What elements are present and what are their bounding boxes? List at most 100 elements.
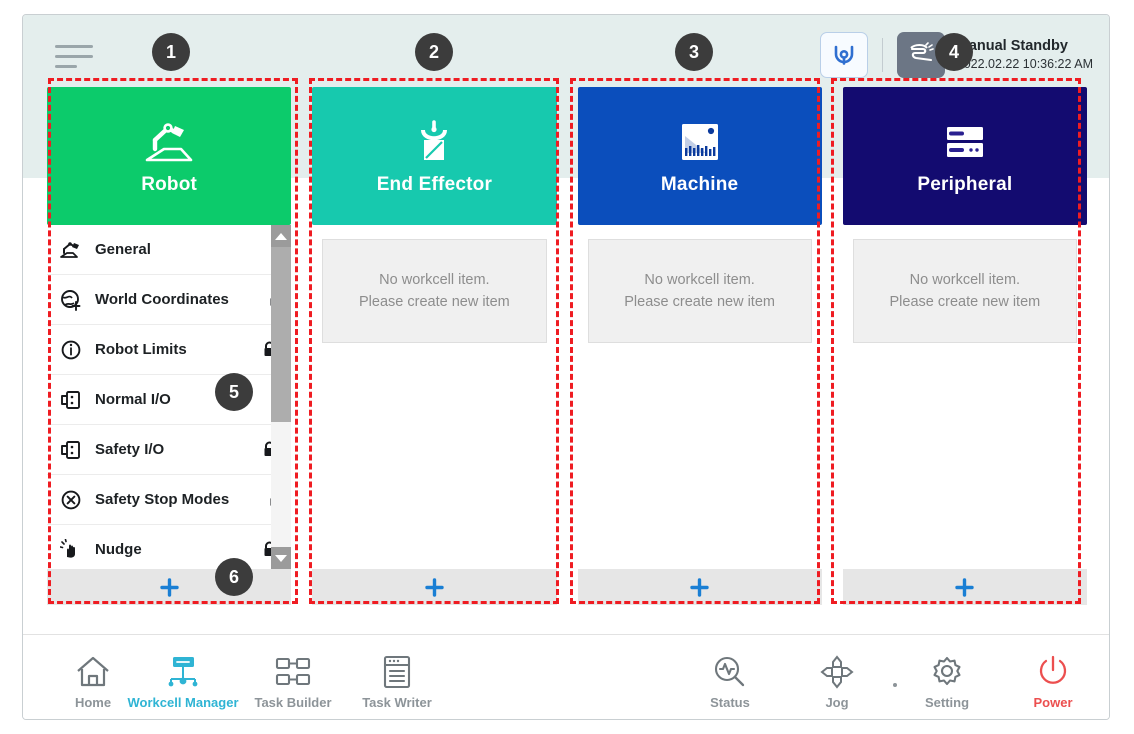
annotation-badge-2: 2	[415, 33, 453, 71]
plus-icon	[425, 577, 444, 597]
list-item[interactable]: Nudge	[47, 525, 291, 569]
nav-item-task-writer[interactable]: Task Writer	[345, 649, 449, 710]
workcell-manager-icon	[162, 649, 204, 689]
list-item[interactable]: General	[47, 225, 292, 275]
list-item[interactable]: Robot Limits	[47, 325, 292, 375]
add-item-button[interactable]	[312, 569, 557, 605]
list-item[interactable]: Safety I/O	[47, 425, 292, 475]
status-timestamp: 2022.02.22 10:36:22 AM	[956, 57, 1093, 72]
nav-label: Jog	[825, 695, 849, 710]
robot-arm-glyph	[145, 123, 193, 162]
hamburger-menu-icon[interactable]	[55, 45, 95, 71]
plus-icon	[955, 577, 975, 597]
peripheral-card-header[interactable]: Peripheral	[842, 87, 1087, 225]
home-icon	[75, 649, 111, 689]
chevron-up-icon	[275, 232, 288, 240]
gear-icon	[929, 649, 965, 689]
header-divider	[881, 38, 883, 72]
robot-arm-icon	[142, 116, 196, 168]
list-item-label: Normal I/O	[95, 391, 171, 408]
robot-item-list: General World Coordinates	[47, 225, 292, 569]
status-pulse-icon	[712, 649, 748, 689]
peripheral-body: No workcell item. Please create new item	[842, 225, 1087, 569]
empty-line-1: No workcell item.	[909, 271, 1021, 288]
nudge-hand-icon	[57, 538, 85, 561]
nav-items: Home Workcell Manager Task Builder Task …	[23, 635, 1109, 719]
nav-item-setting[interactable]: Setting	[895, 649, 999, 710]
scroll-down-arrow[interactable]	[271, 547, 292, 569]
empty-line-2: Please create new item	[359, 294, 510, 310]
list-item[interactable]: World Coordinates	[47, 275, 292, 325]
gripper-glyph	[421, 120, 448, 160]
robot-card-header[interactable]: Robot	[47, 87, 292, 225]
manual-hand-glyph	[910, 42, 934, 62]
device-screen: Manual Standby 2022.02.22 10:36:22 AM R	[22, 14, 1110, 720]
list-item-label: Nudge	[95, 541, 142, 558]
globe-coordinates-icon	[57, 289, 85, 311]
peripheral-card-title: Peripheral	[917, 174, 1013, 195]
annotation-badge-6: 6	[215, 558, 253, 596]
machine-body: No workcell item. Please create new item	[577, 225, 822, 569]
add-item-button[interactable]	[577, 569, 822, 605]
nav-label: Home	[74, 695, 112, 710]
plus-icon	[690, 577, 709, 597]
plus-icon	[159, 577, 179, 597]
machine-card-title: Machine	[660, 174, 739, 195]
nav-label: Task Writer	[362, 695, 432, 710]
empty-state: No workcell item. Please create new item	[852, 239, 1077, 343]
empty-state: No workcell item. Please create new item	[587, 239, 812, 343]
nav-item-jog[interactable]: Jog	[785, 649, 889, 710]
scrollbar-thumb[interactable]	[271, 247, 292, 422]
workcell-columns: Robot General World Coordinates	[47, 87, 1087, 605]
empty-state: No workcell item. Please create new item	[322, 239, 547, 343]
robot-column: Robot General World Coordinates	[47, 87, 292, 605]
hamburger-line	[55, 45, 93, 48]
robot-home-icon[interactable]	[819, 32, 868, 78]
list-item-label: Robot Limits	[95, 341, 187, 358]
list-item-label: Safety Stop Modes	[95, 491, 230, 508]
empty-line-1: No workcell item.	[379, 271, 490, 288]
list-item-label: General	[95, 241, 151, 258]
io-port-icon	[57, 439, 85, 461]
machine-glyph	[681, 124, 718, 160]
peripheral-rack-glyph	[946, 127, 983, 157]
peripheral-column: Peripheral No workcell item. Please crea…	[842, 87, 1087, 605]
add-item-button[interactable]	[47, 569, 292, 605]
annotation-badge-3: 3	[675, 33, 713, 71]
robot-card-title: Robot	[141, 174, 198, 195]
end-effector-card-header[interactable]: End Effector	[312, 87, 557, 225]
chevron-down-icon	[275, 554, 288, 562]
list-item-label: Safety I/O	[95, 441, 165, 458]
end-effector-body: No workcell item. Please create new item	[312, 225, 557, 569]
add-item-button[interactable]	[842, 569, 1087, 605]
annotation-badge-5: 5	[215, 373, 253, 411]
annotation-badge-4: 4	[935, 33, 973, 71]
nav-label: Workcell Manager	[127, 695, 239, 710]
limits-circle-icon	[57, 339, 85, 361]
machine-card-header[interactable]: Machine	[577, 87, 822, 225]
status-text-block: Manual Standby 2022.02.22 10:36:22 AM	[957, 37, 1093, 73]
nav-item-status[interactable]: Status	[678, 649, 782, 710]
peripheral-rack-icon	[940, 116, 990, 168]
nav-label: Status	[710, 695, 750, 710]
empty-line-2: Please create new item	[624, 294, 775, 310]
end-effector-card-title: End Effector	[376, 174, 493, 195]
scroll-up-arrow[interactable]	[271, 225, 292, 247]
machine-column: Machine No workcell item. Please create …	[577, 87, 822, 605]
nav-item-power[interactable]: Power	[1001, 649, 1105, 710]
jog-dpad-icon	[819, 649, 855, 689]
hamburger-line	[55, 65, 77, 68]
stop-x-icon	[57, 489, 85, 511]
header-status-area: Manual Standby 2022.02.22 10:36:22 AM	[819, 31, 1093, 79]
nav-item-task-builder[interactable]: Task Builder	[241, 649, 345, 710]
nav-item-home[interactable]: Home	[41, 649, 145, 710]
list-item[interactable]: Safety Stop Modes	[47, 475, 292, 525]
gripper-icon	[411, 116, 457, 168]
end-effector-column: End Effector No workcell item. Please cr…	[312, 87, 557, 605]
annotation-badge-1: 1	[152, 33, 190, 71]
robot-arm-small-icon	[57, 240, 85, 260]
list-item[interactable]: Normal I/O	[47, 375, 292, 425]
empty-line-2: Please create new item	[889, 294, 1041, 310]
nav-item-workcell-manager[interactable]: Workcell Manager	[127, 649, 239, 710]
robot-list-scrollbar[interactable]	[271, 225, 292, 569]
